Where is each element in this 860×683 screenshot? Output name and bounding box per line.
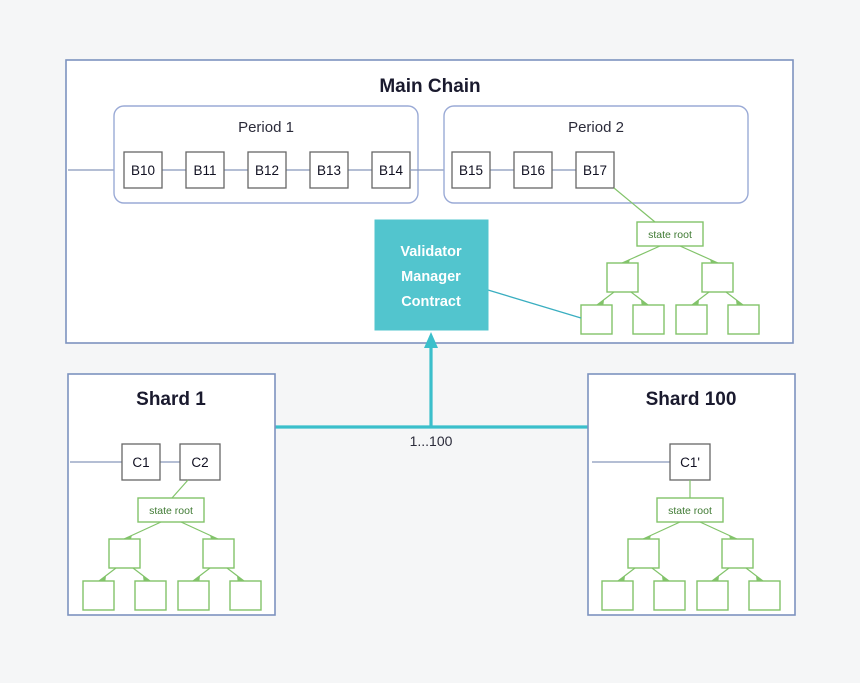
shard-100-block-c1-prime-label: C1' [680, 455, 700, 470]
block-b11[interactable]: B11 [185, 151, 225, 189]
shard-1-title: Shard 1 [136, 389, 206, 410]
shard-100-state-tree: state root [601, 480, 781, 611]
shard-1-block-c2-label: C2 [191, 455, 208, 470]
shard-100-tree-leaf-4 [748, 580, 781, 611]
block-b10-label: B10 [131, 163, 155, 178]
main-state-root-node: state root [636, 221, 704, 247]
shard-100-edge-leaf2 [651, 567, 670, 582]
vmc-to-tree-leaf-line [487, 289, 582, 319]
block-b11-label: B11 [193, 163, 216, 178]
main-tree-leaf-4 [727, 304, 760, 335]
block-b12-label: B12 [255, 163, 279, 178]
shard-100-block-c1-prime[interactable]: C1' [669, 443, 711, 481]
block-b17[interactable]: B17 [575, 151, 615, 189]
period-2-group: Period 2 B15 B16 B17 [443, 105, 749, 204]
shard-1-tree-leaf-2 [134, 580, 167, 611]
shard-1-state-root-node: state root [137, 497, 205, 523]
edge-l1left-to-leaf1 [596, 291, 615, 306]
edge-l1left-to-leaf2 [630, 291, 649, 306]
shard-1-edge-c2-to-root [171, 479, 189, 499]
block-b14-label: B14 [379, 163, 404, 178]
shard-1-edge-leaf4 [226, 567, 245, 582]
shard-100-tree-leaf-2 [653, 580, 686, 611]
block-b15-label: B15 [459, 163, 483, 178]
shard-1-tree-leaf-3 [177, 580, 210, 611]
shard-1-edge-leaf1 [98, 567, 117, 582]
main-tree-node-l1-left [606, 262, 639, 293]
main-tree-leaf-1 [580, 304, 613, 335]
edge-b17-to-state-root [613, 187, 656, 223]
shard-100-edge-leaf4 [745, 567, 764, 582]
shard-1-tree-node-l1-left [108, 538, 141, 569]
shard-100-tree-leaf-3 [696, 580, 729, 611]
main-tree-leaf-2 [632, 304, 665, 335]
shard-100-tree-node-l1-left [627, 538, 660, 569]
edge-l1right-to-leaf3 [691, 291, 710, 306]
main-chain-title: Main Chain [379, 76, 480, 97]
validator-manager-contract[interactable]: Validator Manager Contract [374, 219, 489, 331]
shard-100-tree-node-l1-right [721, 538, 754, 569]
shard-1-tree-leaf-4 [229, 580, 262, 611]
shard-connector-arrowhead [424, 332, 438, 348]
period-2-title: Period 2 [568, 119, 624, 136]
shard-1-panel-border [67, 373, 276, 616]
block-b16[interactable]: B16 [513, 151, 553, 189]
period-1-group: Period 1 B10 B11 B12 B13 [113, 105, 419, 204]
block-b14[interactable]: B14 [371, 151, 411, 189]
shard-1-tree-node-l1-right [202, 538, 235, 569]
main-chain-panel: Main Chain Period 1 B10 B11 B12 [65, 59, 794, 344]
block-b15[interactable]: B15 [451, 151, 491, 189]
shard-1-block-c1[interactable]: C1 [121, 443, 161, 481]
shard-100-panel-border [587, 373, 796, 616]
vmc-line-1: Validator [400, 244, 462, 260]
vmc-line-3: Contract [401, 294, 461, 310]
shard-100-state-root-label: state root [668, 505, 712, 517]
block-b16-label: B16 [521, 163, 545, 178]
shard-100-edge-leaf3 [711, 567, 730, 582]
shard-100-state-root-node: state root [656, 497, 724, 523]
main-chain-state-tree: state root [580, 187, 760, 335]
main-tree-leaf-3 [675, 304, 708, 335]
shard-1-state-tree: state root [82, 479, 262, 611]
shard-100-panel: Shard 100 C1' state root [587, 373, 796, 616]
shard-1-tree-leaf-1 [82, 580, 115, 611]
period-1-title: Period 1 [238, 119, 294, 136]
block-b17-label: B17 [583, 163, 607, 178]
shard-1-panel: Shard 1 C1 C2 state root [67, 373, 276, 616]
block-b13-label: B13 [317, 163, 341, 178]
shard-100-title: Shard 100 [646, 389, 737, 410]
shard-1-block-c2[interactable]: C2 [179, 443, 221, 481]
shard-100-tree-leaf-1 [601, 580, 634, 611]
shard-1-edge-leaf2 [132, 567, 151, 582]
shard-100-edge-leaf1 [617, 567, 636, 582]
main-tree-node-l1-right [701, 262, 734, 293]
main-state-root-label: state root [648, 229, 692, 241]
block-b12[interactable]: B12 [247, 151, 287, 189]
vmc-line-2: Manager [401, 269, 461, 285]
shard-1-state-root-label: state root [149, 505, 193, 517]
shard-1-block-c1-label: C1 [132, 455, 149, 470]
shard-1-edge-leaf3 [192, 567, 211, 582]
shard-range-label: 1...100 [410, 433, 453, 449]
edge-l1right-to-leaf4 [725, 291, 744, 306]
block-b10[interactable]: B10 [123, 151, 163, 189]
block-b13[interactable]: B13 [309, 151, 349, 189]
